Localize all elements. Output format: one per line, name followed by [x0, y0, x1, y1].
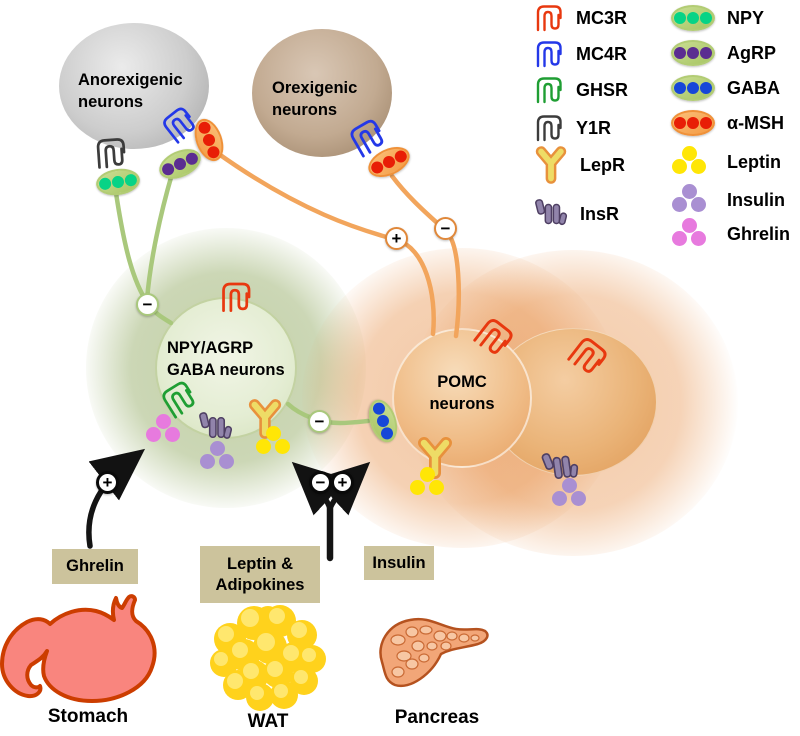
stomach-label: Stomach — [47, 706, 129, 727]
legend-row-lepr: LepR — [534, 146, 625, 184]
mc4r-legend-icon — [534, 39, 564, 69]
plus-sign: + — [337, 473, 348, 492]
gaba-legend-capsule — [671, 75, 715, 101]
minus-badge-leptin-arrow: − — [309, 471, 332, 494]
legend-row-y1r: Y1R — [534, 112, 611, 144]
minus-badge-gaba-to-pomc: − — [308, 410, 331, 433]
insr-legend-icon — [534, 197, 568, 231]
legend-row-ghsr: GHSR — [534, 74, 628, 106]
ghsr-legend-label: GHSR — [576, 79, 629, 100]
insulin-dots-pomc — [551, 478, 587, 510]
insr-receptor-icon-pomc — [540, 447, 582, 489]
insulin-dots-npy-neurons — [199, 441, 235, 473]
legend-row-alpha-msh: α-MSH — [671, 107, 784, 139]
ghrelin-dots — [145, 414, 181, 446]
ghsr-receptor-icon — [156, 376, 203, 423]
minus-sign: − — [142, 295, 153, 314]
plus-sign: + — [102, 473, 113, 492]
mc3r-receptor-icon-pomc-left — [469, 312, 520, 363]
legend-row-leptin: Leptin — [671, 144, 781, 180]
leptin-dots-pomc — [409, 467, 445, 499]
anorexigenic-neurons-circle — [59, 23, 209, 149]
insulin-legend-label: Insulin — [727, 189, 785, 210]
alpha-msh-legend-capsule — [671, 110, 715, 136]
stomach-art — [0, 594, 157, 703]
pancreas-label: Pancreas — [394, 707, 480, 728]
alpha-msh-legend-label: α-MSH — [727, 112, 785, 133]
lepr-legend-icon — [534, 146, 568, 184]
mc3r-receptor-icon-pomc-right — [563, 331, 614, 382]
legend-row-insulin: Insulin — [671, 182, 785, 218]
mc4r-legend-label: MC4R — [576, 43, 628, 64]
lepr-legend-label: LepR — [580, 154, 625, 175]
legend-row-ghrelin: Ghrelin — [671, 216, 790, 252]
wat-art — [210, 605, 326, 711]
mc3r-legend-icon — [534, 3, 564, 33]
legend-row-mc3r: MC3R — [534, 2, 627, 34]
lepr-receptor-icon-pomc — [416, 437, 454, 479]
ghrelin-legend-dots — [671, 218, 707, 250]
agrp-legend-capsule — [671, 40, 715, 66]
insulin-signal-box: Insulin — [364, 546, 434, 580]
plus-badge-insulin-arrow: + — [331, 471, 354, 494]
leptin-adipokines-signal-box: Leptin & Adipokines — [200, 546, 320, 603]
legend-ligands-column: NPY AgRP GABA α-MSH Leptin Insulin Ghrel… — [671, 2, 799, 252]
gaba-legend-label: GABA — [727, 77, 780, 98]
minus-sign: − — [315, 473, 326, 492]
legend-row-npy: NPY — [671, 2, 764, 34]
legend-receptors-column: MC3R MC4R GHSR Y1R LepR InsR — [534, 2, 664, 242]
npy-legend-label: NPY — [727, 7, 765, 28]
mc3r-legend-label: MC3R — [576, 7, 628, 28]
mc4r-receptor-icon-anorexigenic — [156, 101, 202, 147]
wat-label: WAT — [247, 711, 289, 732]
minus-badge-anorexigenic-input: − — [136, 293, 159, 316]
legend-row-mc4r: MC4R — [534, 38, 627, 70]
minus-sign: − — [440, 219, 451, 238]
agrp-capsule — [154, 143, 206, 185]
leptin-legend-dots — [671, 146, 707, 178]
legend-row-insr: InsR — [534, 198, 619, 230]
minus-badge-amsh-right: − — [434, 217, 457, 240]
mc4r-receptor-icon-orexigenic — [344, 114, 392, 162]
leptin-dots-npy-neurons — [255, 426, 291, 458]
pancreas-art — [379, 617, 489, 688]
ghrelin-legend-label: Ghrelin — [727, 223, 791, 244]
y1r-legend-label: Y1R — [576, 117, 612, 138]
leptin-legend-label: Leptin — [727, 151, 781, 172]
legend-row-gaba: GABA — [671, 72, 780, 104]
agrp-legend-label: AgRP — [727, 42, 776, 63]
y1r-receptor-icon — [93, 135, 129, 171]
plus-badge-ghrelin-arrow: + — [96, 471, 119, 494]
legend-row-agrp: AgRP — [671, 37, 776, 69]
insr-receptor-icon-npy-neurons — [198, 410, 233, 445]
minus-sign: − — [314, 412, 325, 431]
lepr-receptor-icon-npy-neurons — [247, 399, 283, 439]
y1r-legend-icon — [534, 113, 564, 143]
ghrelin-signal-box: Ghrelin — [52, 549, 138, 584]
mc3r-receptor-icon-npy-neurons — [219, 280, 253, 314]
npy-legend-capsule — [671, 5, 715, 31]
insulin-legend-dots — [671, 184, 707, 216]
ghsr-legend-icon — [534, 75, 564, 105]
plus-badge-amsh-left: + — [385, 227, 408, 250]
insr-legend-label: InsR — [580, 203, 620, 224]
pomc-neurons-circle-left — [392, 328, 532, 468]
plus-sign: + — [391, 229, 402, 248]
npy-capsule — [94, 166, 142, 198]
